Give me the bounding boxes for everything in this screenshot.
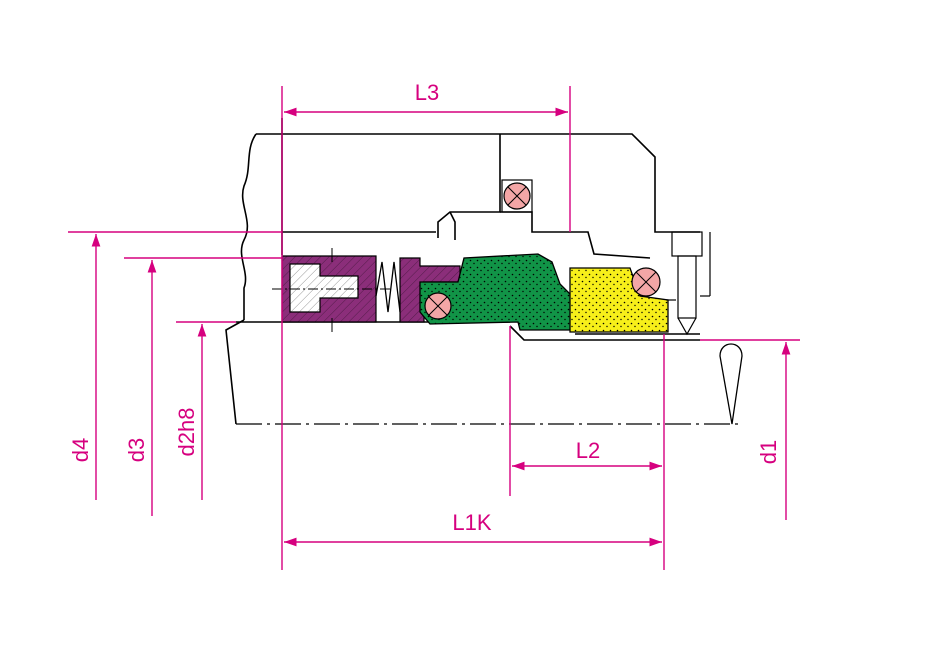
label-d3: d3: [124, 438, 149, 462]
retainer-part: [272, 248, 392, 332]
label-L1K: L1K: [452, 510, 491, 535]
label-d4: d4: [68, 438, 93, 462]
anti-rotation-pin: [666, 231, 711, 336]
label-L3: L3: [415, 80, 439, 105]
stationary-seat: [569, 267, 669, 333]
o-ring-middle: [424, 292, 452, 320]
o-ring-top: [501, 179, 533, 213]
shaft-end-symbol: [719, 343, 743, 425]
label-d1: d1: [756, 440, 781, 464]
label-L2: L2: [576, 438, 600, 463]
dimension-lines: [68, 86, 800, 570]
label-d2h8: d2h8: [174, 408, 199, 457]
o-ring-right: [631, 267, 661, 297]
